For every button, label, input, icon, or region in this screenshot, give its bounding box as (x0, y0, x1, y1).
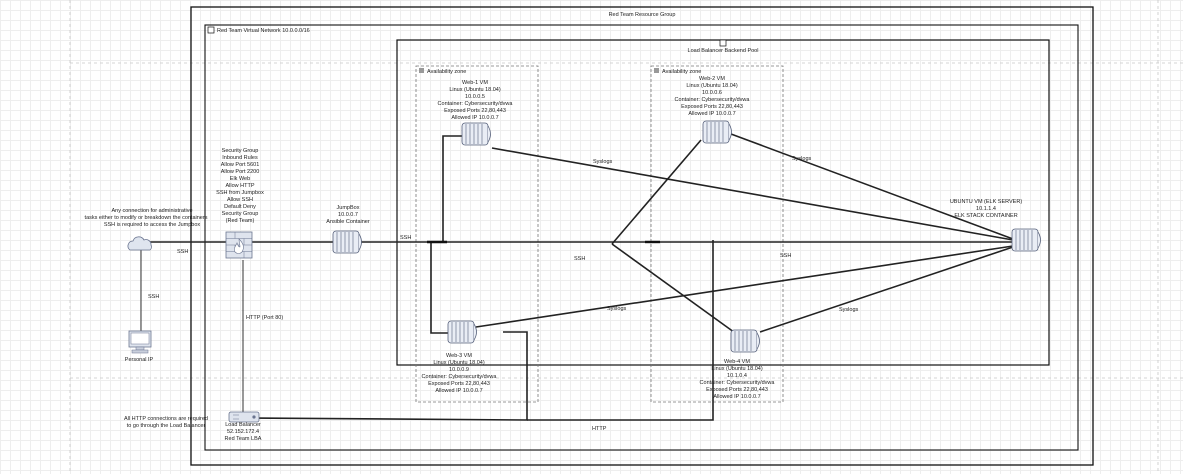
syslog-web3 (475, 245, 1014, 328)
web1-line-1: Web-1 VM (462, 80, 488, 86)
web4-line-1: Web-4 VM (724, 359, 750, 365)
web1-line-5: Exposed Ports 22,80,443 (444, 108, 506, 114)
web3-server-icon[interactable] (447, 320, 477, 344)
web3-line-6: Allowed IP 10.0.0.7 (435, 388, 482, 394)
web2-line-4: Container: Cybersecurity/dvwa (675, 97, 751, 103)
web3-line-1: Web-3 VM (446, 353, 472, 359)
load-balancer-icon[interactable] (228, 411, 260, 423)
web4-line-5: Exposed Ports 22,80,443 (706, 387, 768, 393)
web4-line-2: Linux (Ubuntu 18.04) (711, 366, 763, 372)
edge-label-syslogs-3: Syslogs (607, 306, 627, 312)
web1-line-2: Linux (Ubuntu 18.04) (449, 87, 501, 93)
personal-ip-label: Personal IP (125, 357, 154, 363)
web2-line-6: Allowed IP 10.0.0.7 (688, 111, 735, 117)
syslog-web1 (491, 147, 1014, 241)
web1-line-6: Allowed IP 10.0.0.7 (451, 115, 498, 121)
zone-1-label: Availability zone (427, 69, 466, 75)
web3-line-3: 10.0.0.9 (449, 367, 469, 373)
web3-line-4: Container: Cybersecurity/dvwa (422, 374, 498, 380)
elk-server-icon[interactable] (1011, 228, 1041, 252)
security-group-line-10: Security Group (222, 211, 259, 217)
edge-label-syslogs-2: Syslogs (792, 156, 812, 162)
jumpbox-server-icon[interactable] (332, 230, 362, 254)
security-group-line-7: SSH from Jumpbox (216, 190, 264, 196)
elk-line-2: 10.1.1.4 (976, 206, 996, 212)
edge-label-syslogs-1: Syslogs (593, 159, 613, 165)
resource-group-box[interactable] (190, 6, 1094, 466)
elk-line-3: ELK STACK CONTAINER (954, 213, 1017, 219)
security-group-line-9: Default Deny (224, 204, 256, 210)
availability-zone-1[interactable] (415, 65, 539, 403)
lb-note-line-2: to go through the Load Balancer (127, 423, 206, 429)
security-group-line-8: Allow SSH (227, 197, 253, 203)
web2-line-5: Exposed Ports 22,80,443 (681, 104, 743, 110)
web1-line-3: 10.0.0.5 (465, 94, 485, 100)
load-balancer-line-2: 52.152.172.4 (227, 429, 259, 435)
availability-zone-2[interactable] (650, 65, 784, 403)
load-balancer-line-3: Red Team LBA (225, 436, 262, 442)
edge-label-ssh-vertical: SSH (148, 294, 159, 300)
web2-line-3: 10.0.0.6 (702, 90, 722, 96)
jumpbox-line-2: 10.0.0.7 (338, 212, 358, 218)
admin-note-line-3: SSH is required to access the Jumpbox (104, 222, 201, 228)
web2-server-icon[interactable] (702, 120, 732, 144)
edge-label-ssh-jumpbox: SSH (400, 235, 411, 241)
edge-split-web4 (611, 243, 739, 336)
zone-2-icon (654, 68, 659, 73)
web4-line-3: 10.1.0.4 (727, 373, 747, 379)
vnet-icon (207, 26, 215, 34)
edge-label-syslogs-4: Syslogs (839, 307, 859, 313)
firewall-icon[interactable] (225, 231, 253, 259)
edge-split-web2 (611, 139, 702, 245)
jumpbox-line-1: JumpBox (337, 205, 360, 211)
backend-pool-title: Load Balancer Backend Pool (688, 48, 759, 54)
resource-group-title: Red Team Resource Group (609, 12, 676, 18)
edge-http-lb (249, 331, 528, 421)
edge-bus-web1 (442, 135, 464, 242)
backend-pool-icon (719, 39, 727, 47)
edge-bus-web3 (430, 242, 450, 334)
security-group-line-6: Allow HTTP (225, 183, 254, 189)
edge-label-http: HTTP (592, 426, 607, 432)
security-group-line-2: Inbound Rules (222, 155, 258, 161)
security-group-line-4: Allow Port 2200 (221, 169, 260, 175)
web2-line-1: Web-2 VM (699, 76, 725, 82)
load-balancer-line-1: Load Balancer (225, 422, 261, 428)
vnet-box[interactable] (204, 24, 1079, 451)
security-group-line-3: Allow Port 5601 (221, 162, 260, 168)
web4-server-icon[interactable] (730, 329, 760, 353)
jumpbox-line-3: Ansible Container (326, 219, 370, 225)
security-group-line-11: (Red Team) (226, 218, 255, 224)
security-group-line-5: Elk Web (230, 176, 250, 182)
edge-label-ssh-mid: SSH (574, 256, 585, 262)
vnet-title: Red Team Virtual Network 10.0.0.0/16 (217, 28, 310, 34)
web4-line-6: Allowed IP 10.0.0.7 (713, 394, 760, 400)
syslog-web2 (730, 133, 1014, 240)
syslog-web4 (759, 246, 1014, 333)
zone-1-icon (419, 68, 424, 73)
edge-label-ssh-cloud: SSH (177, 249, 188, 255)
web2-line-2: Linux (Ubuntu 18.04) (686, 83, 738, 89)
web3-line-5: Exposed Ports 22,80,443 (428, 381, 490, 387)
edge-http-web4 (527, 240, 714, 421)
edge-label-ssh-right: SSH (780, 253, 791, 259)
web1-server-icon[interactable] (461, 122, 491, 146)
admin-note-line-2: tasks either to modify or breakdown the … (85, 215, 208, 221)
security-group-line-1: Security Group (222, 148, 259, 154)
admin-note-line-1: Any connection for administrative (111, 208, 192, 214)
web4-line-4: Container: Cybersecurity/dvwa (700, 380, 776, 386)
edge-label-http-port80: HTTP (Port 80) (246, 315, 283, 321)
personal-computer-icon[interactable] (128, 330, 152, 354)
elk-line-1: UBUNTU VM (ELK SERVER) (950, 199, 1022, 205)
cloud-icon[interactable] (127, 236, 152, 251)
lb-note-line-1: All HTTP connections are required (124, 416, 208, 422)
zone-2-label: Availability zone (662, 69, 701, 75)
web3-line-2: Linux (Ubuntu 18.04) (433, 360, 485, 366)
web1-line-4: Container: Cybersecurity/dvwa (438, 101, 514, 107)
